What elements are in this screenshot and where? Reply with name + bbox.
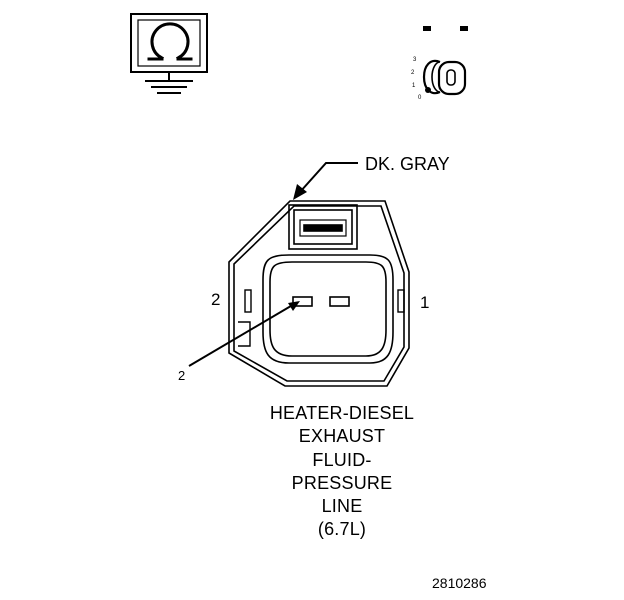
caption-line: FLUID- (312, 449, 372, 470)
locking-tab (288, 204, 358, 250)
connector-color-label: DK. GRAY (365, 154, 450, 174)
caption-line: LINE (321, 496, 363, 517)
caption-line: PRESSURE (291, 472, 393, 493)
pin-number-left: 2 (211, 290, 220, 309)
ohmmeter-icon (130, 13, 208, 94)
switch-position-0: 0 (418, 95, 422, 101)
caption-line: HEATER-DIESEL (269, 403, 415, 423)
component-caption: HEATER-DIESEL EXHAUST FLUID- PRESSURE LI… (30, 402, 624, 542)
side-ribs (244, 289, 405, 313)
callout-leader (188, 301, 300, 367)
connector-housing (228, 200, 410, 387)
figure-number: 2810286 (432, 575, 487, 591)
switch-position-1: 1 (412, 83, 416, 89)
caption-line: (6.7L) (317, 519, 367, 540)
keyway-latch (238, 321, 251, 347)
ignition-switch-icon: 3 2 1 0 (411, 26, 468, 101)
switch-position-3: 3 (413, 57, 417, 63)
caption-line: EXHAUST (298, 426, 386, 447)
switch-position-2: 2 (411, 70, 415, 76)
pin-number-right: 1 (420, 293, 429, 312)
terminal-cavity-1 (329, 296, 350, 307)
color-label-leader (293, 162, 358, 200)
callout-number: 2 (178, 368, 185, 383)
terminal-cavity-2 (292, 296, 313, 307)
